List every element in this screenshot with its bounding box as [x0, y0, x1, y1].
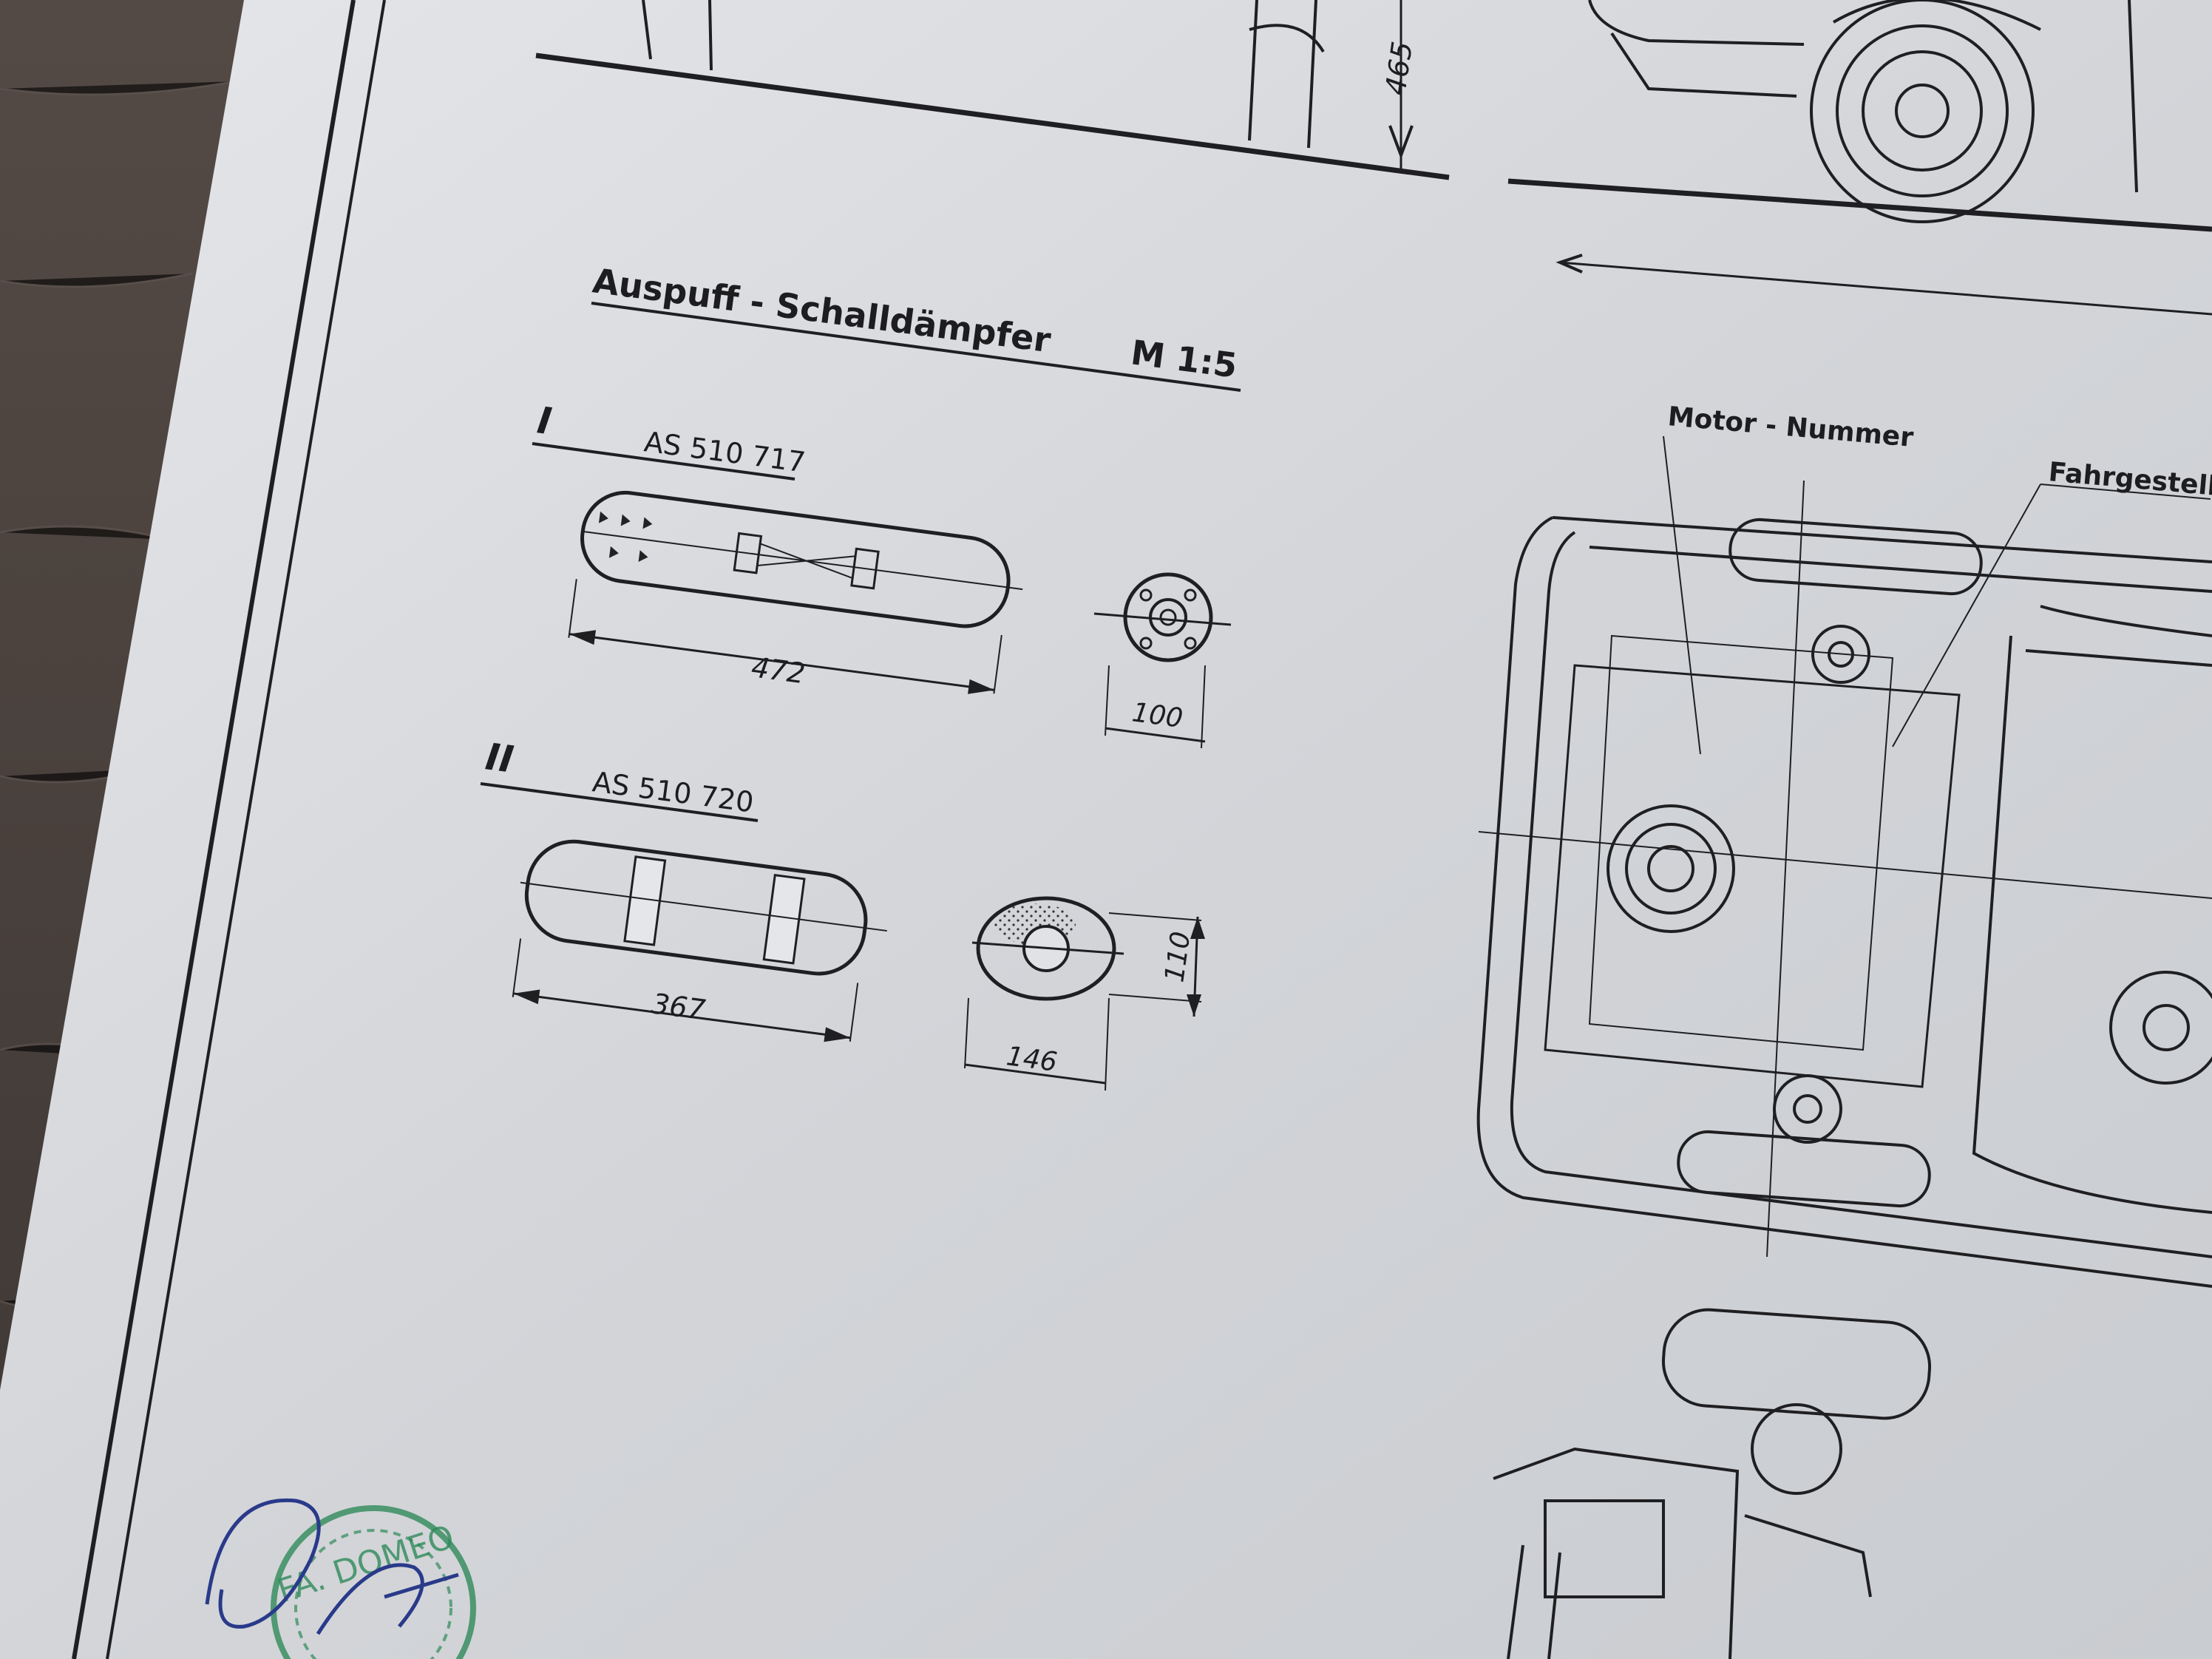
muffler-1-end-view — [1093, 572, 1232, 749]
muffler-2-length-dimension: 367 — [650, 987, 708, 1026]
muffler-1-side-view — [568, 490, 1023, 694]
top-dimension-label: 465 — [1379, 39, 1419, 97]
muffler-1-length-dimension: 472 — [750, 651, 807, 690]
muffler-2-width-dimension: 146 — [1005, 1041, 1059, 1078]
muffler-2: II AS 510 720 367 146 11 — [480, 735, 1205, 1091]
top-side-view-fragment — [535, 0, 1450, 180]
drawing-border — [72, 0, 386, 1659]
car-chassis-top-view — [1476, 435, 2212, 1288]
muffler-2-side-view — [512, 839, 887, 1042]
muffler-2-end-view — [964, 896, 1205, 1091]
muffler-2-height-dimension: 110 — [1159, 929, 1196, 984]
signature — [205, 1498, 459, 1635]
muffler-1-diameter-dimension: 100 — [1130, 697, 1184, 734]
muffler-2-roman: II — [483, 735, 515, 781]
engine-fragment-bottom — [1493, 1308, 1932, 1659]
wheel-fragment — [1507, 0, 2212, 316]
